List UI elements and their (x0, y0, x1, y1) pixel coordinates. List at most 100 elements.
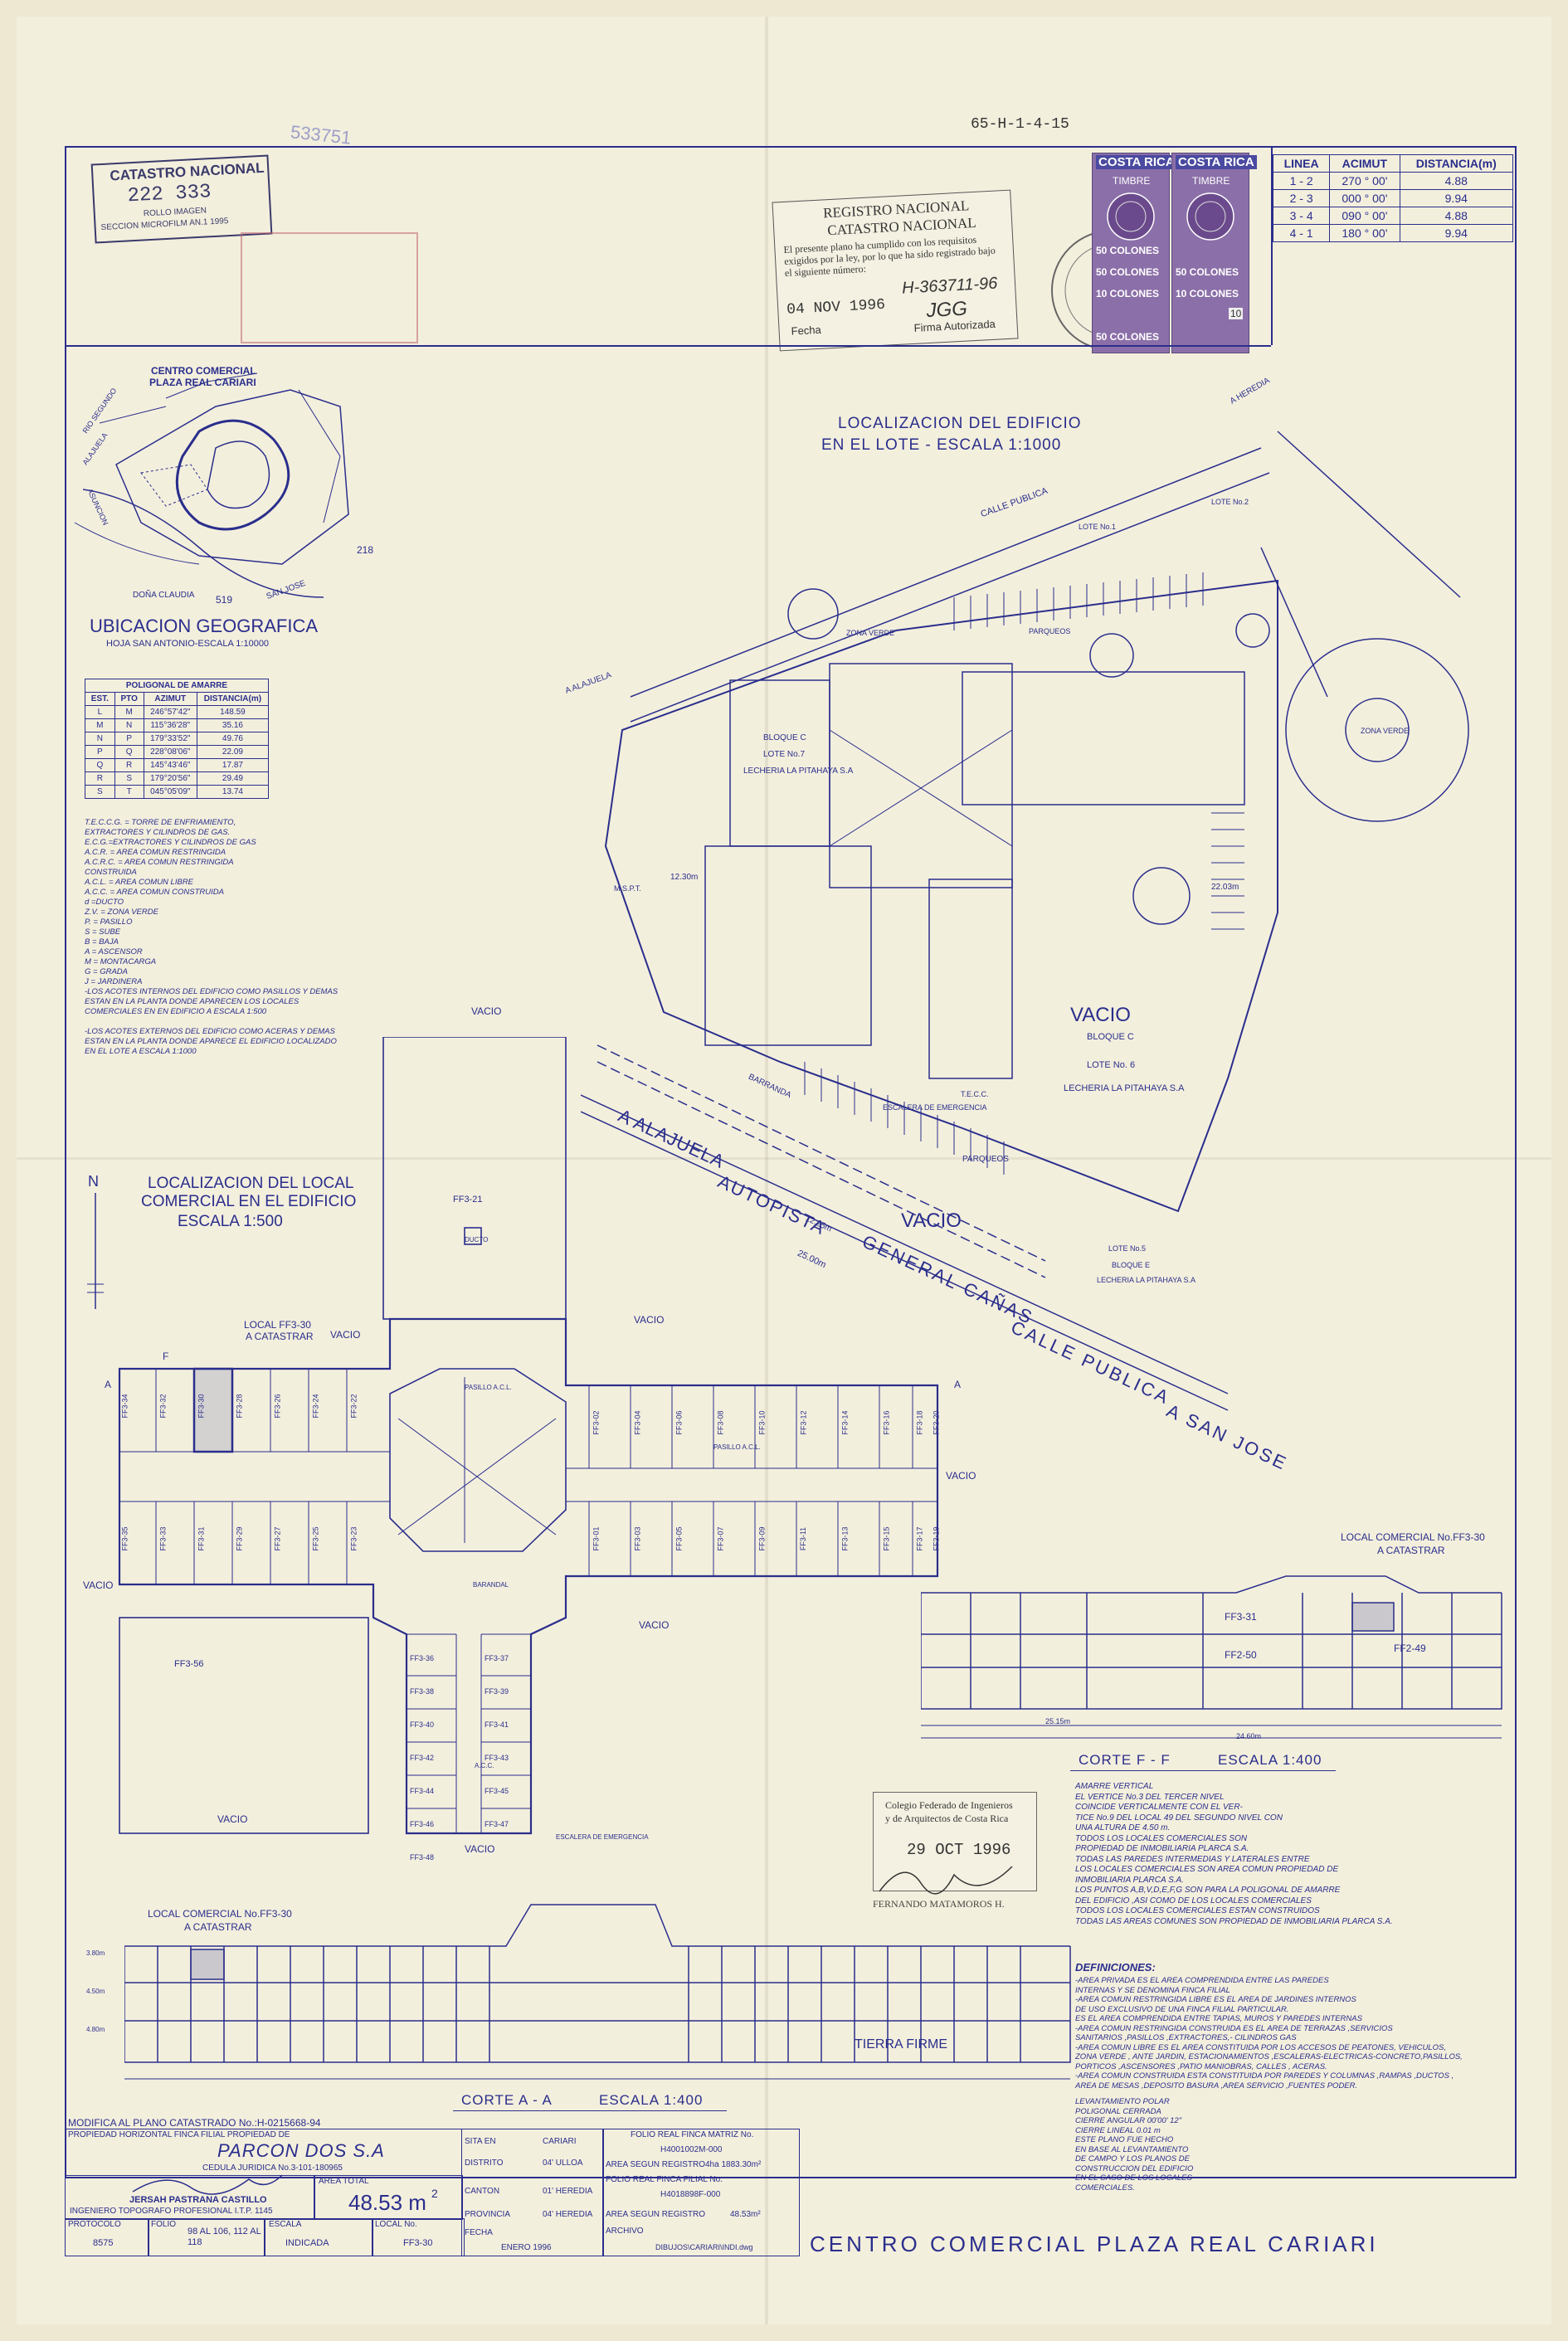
map-number-1: 218 (357, 544, 374, 556)
local-vacio-2: VACIO (330, 1329, 361, 1341)
table-cell: S (85, 785, 115, 799)
unit-label: FF3-25 (311, 1526, 320, 1551)
local-plan-drawing (118, 1037, 939, 1835)
site-dim-3: 12.30m (670, 873, 699, 882)
site-vacio-label: VACIO (1070, 1004, 1131, 1026)
unit-label: FF3-24 (311, 1394, 320, 1419)
folio-filial-label: FOLIO REAL FINCA FILIAL No. (606, 2175, 723, 2184)
site-plan-drawing (581, 431, 1469, 1411)
definicion-line: -AREA COMUN LIBRE ES EL AREA CONSTITUIDA… (1075, 2042, 1446, 2052)
table-cell: M (85, 718, 115, 732)
drawing-frame (65, 146, 1517, 2178)
unit-label: FF3-48 (410, 1853, 435, 1862)
legend-line: G = GRADA (85, 967, 128, 976)
table-cell: 2 - 3 (1272, 189, 1331, 207)
table-cell: 9.94 (1399, 224, 1514, 242)
corte-ff-level-2: FF2-50 (1225, 1649, 1257, 1661)
unit-label: FF3-39 (485, 1687, 509, 1696)
timbre-value-4: 50 COLONES (1096, 331, 1160, 343)
table-cell: N (114, 718, 144, 732)
definicion-line: -AREA COMUN RESTRINGIDA CONSTRUIDA ES EL… (1075, 2023, 1393, 2033)
inset-label-1: CENTRO COMERCIAL (151, 365, 256, 377)
site-tecc: T.E.C.C. (961, 1090, 989, 1098)
table-cell: 1 - 2 (1272, 172, 1331, 190)
area-registro-label-2: AREA SEGUN REGISTRO (606, 2210, 706, 2219)
site-lote-5: LOTE No.5 (1108, 1244, 1147, 1253)
unit-label: FF3-18 (915, 1410, 924, 1435)
acimut-header: ACIMUT (1329, 154, 1400, 173)
protocolo-cell (65, 2218, 149, 2256)
definicion-line: -AREA COMUN CONSTRUIDA ESTA CONSTITUIDA … (1075, 2071, 1454, 2081)
legend-line: P. = PASILLO (85, 917, 133, 927)
ubicacion-subtitle: HOJA SAN ANTONIO-ESCALA 1:10000 (106, 639, 270, 649)
area-sup: 2 (431, 2187, 438, 2200)
local-cell (372, 2218, 465, 2256)
inset-label-2: PLAZA REAL CARIARI (149, 377, 256, 388)
site-bloque-e: BLOQUE E (1112, 1261, 1151, 1269)
levantamiento-line: DE CAMPO Y LOS PLANOS DE (1075, 2154, 1190, 2163)
site-lote-6: LOTE No. 6 (1087, 1060, 1136, 1070)
sita-value: CARIARI (543, 2137, 577, 2146)
definiciones: -AREA PRIVADA ES EL AREA COMPRENDIDA ENT… (1075, 1976, 1507, 2090)
table-cell: T (114, 785, 144, 799)
site-zona-verde: ZONA VERDE (846, 629, 895, 637)
unit-label: FF3-47 (485, 1820, 509, 1828)
table-cell: 17.87 (196, 758, 270, 772)
unit-label: FF3-41 (485, 1720, 509, 1729)
unit-label: FF3-11 (799, 1526, 808, 1551)
section-mark-a-right: A (954, 1379, 962, 1390)
timbre-value-3: 10 COLONES (1096, 288, 1160, 299)
unit-label: FF3-44 (410, 1787, 435, 1795)
corte-ff-level-3: FF2-49 (1394, 1643, 1426, 1654)
table-cell: 22.09 (196, 745, 270, 759)
note-line: AMARRE VERTICAL (1075, 1782, 1154, 1791)
fold-line-horizontal (17, 1157, 1551, 1160)
legend-line: T.E.C.C.G. = TORRE DE ENFRIAMIENTO, (85, 818, 236, 827)
folio-cell (148, 2218, 265, 2256)
site-lecheria-1: LECHERIA LA PITAHAYA S.A (1064, 1083, 1185, 1093)
unit-label: FF3-06 (674, 1410, 684, 1435)
engineer-signature (132, 2174, 283, 2195)
note-line: COINCIDE VERTICALMENTE CON EL VER- (1075, 1803, 1243, 1812)
table-cell: N (85, 732, 115, 746)
local-callout-2: A CATASTRAR (246, 1331, 314, 1342)
definicion-line: -AREA COMUN RESTRINGIDA LIBRE ES EL AREA… (1075, 1995, 1356, 2004)
table-cell: 000 ° 00' (1329, 189, 1400, 207)
poligonal-header: DISTANCIA(m) (196, 692, 270, 706)
linea-header: LINEA (1272, 154, 1331, 173)
definiciones-title: DEFINICIONES: (1075, 1961, 1156, 1974)
unit-label: FF3-08 (716, 1410, 725, 1435)
corte-ff-label-1: LOCAL COMERCIAL No.FF3-30 (1341, 1531, 1485, 1543)
owner-name: PARCON DOS S.A (217, 2140, 385, 2161)
note-line: LOS LOCALES COMERCIALES SON AREA COMUN P… (1075, 1865, 1339, 1874)
local-label: LOCAL No. (375, 2220, 417, 2229)
site-lote-1: LOTE No.1 (1079, 523, 1117, 531)
unit-label: FF3-16 (882, 1410, 891, 1435)
colegio-line-1: Colegio Federado de Ingenieros (885, 1799, 1013, 1811)
levantamiento-line: COMERCIALES. (1075, 2183, 1135, 2193)
unit-label: FF3-36 (410, 1654, 435, 1662)
unit-label: FF3-14 (840, 1410, 850, 1435)
area-registro-value-2: 48.53m² (730, 2210, 761, 2219)
unit-label: FF3-31 (197, 1526, 206, 1551)
timbre-type-2: TIMBRE (1192, 175, 1230, 187)
corte-aa-title: CORTE A - A (461, 2092, 553, 2108)
area-registro-value: 4ha 1883.30m² (705, 2160, 762, 2169)
levantamiento-line: EN BASE AL LEVANTAMIENTO (1075, 2144, 1189, 2154)
map-number-2: 519 (216, 594, 233, 606)
fecha-label: FECHA (465, 2228, 493, 2237)
note-line: TODAS LAS AREAS COMUNES SON PROPIEDAD DE… (1075, 1916, 1393, 1926)
note-line: TICE No.9 DEL LOCAL 49 DEL SEGUNDO NIVEL… (1075, 1813, 1283, 1823)
table-cell: 35.16 (196, 718, 270, 732)
table-cell: P (114, 732, 144, 746)
corte-aa-h2: 4.50m (86, 1988, 105, 1995)
registro-stamp-number: H-363711-96 (901, 274, 998, 298)
ducto-label: DUCTO (465, 1236, 489, 1244)
site-zona-verde-2: ZONA VERDE (1361, 727, 1410, 735)
protocolo-value: 8575 (93, 2238, 114, 2248)
ubicacion-title: UBICACION GEOGRAFICA (90, 616, 319, 636)
